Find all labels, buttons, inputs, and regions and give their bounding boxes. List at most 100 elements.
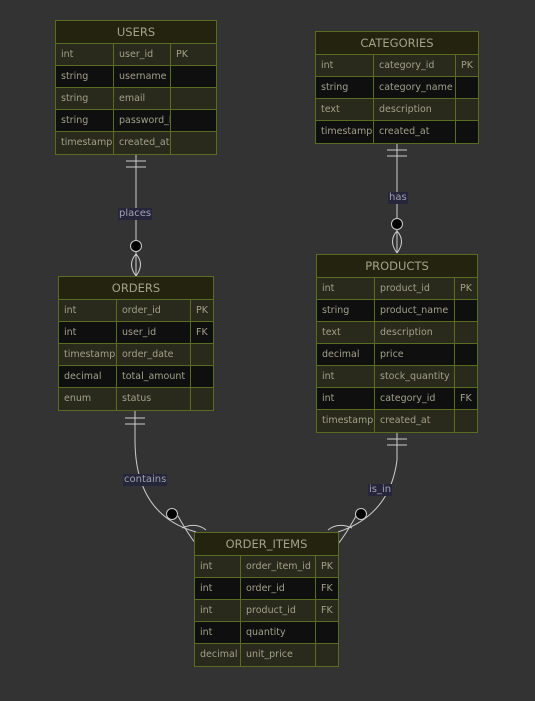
attribute-type: int (59, 322, 117, 344)
attribute-name: username (114, 66, 171, 88)
attribute-name: created_at (375, 410, 455, 432)
attribute-name: order_date (117, 344, 191, 366)
attribute-key: FK (316, 578, 338, 600)
attribute-type: int (316, 55, 374, 77)
attribute-key (171, 88, 216, 110)
products-crowfoot (392, 230, 402, 254)
attribute-key (455, 366, 477, 388)
attribute-key: PK (455, 278, 477, 300)
attribute-type: timestamp (317, 410, 375, 432)
attribute-key (456, 77, 478, 99)
attribute-type: int (195, 600, 241, 622)
link-products-order-items (337, 433, 398, 533)
attribute-name: password_hash (114, 110, 171, 132)
attribute-key (171, 110, 216, 132)
attribute-key: FK (191, 322, 213, 344)
relationship-label-has: has (388, 192, 408, 204)
attribute-name: unit_price (241, 644, 316, 666)
attribute-type: string (56, 110, 114, 132)
attribute-name: description (374, 99, 456, 121)
attribute-type: string (316, 77, 374, 99)
attribute-name: user_id (117, 322, 191, 344)
entity-title: CATEGORIES (316, 32, 478, 55)
attribute-key: PK (316, 556, 338, 578)
attribute-type: decimal (59, 366, 117, 388)
attribute-name: quantity (241, 622, 316, 644)
attribute-key (171, 66, 216, 88)
orders-crowfoot (131, 253, 141, 277)
orders-zero-circle (130, 240, 142, 252)
order-items-crowfoot-right (327, 515, 357, 545)
attribute-name: category_id (375, 388, 455, 410)
attribute-type: int (317, 388, 375, 410)
attribute-name: created_at (114, 132, 171, 154)
attribute-type: int (56, 44, 114, 66)
attribute-key (191, 366, 213, 388)
attribute-type: enum (59, 388, 117, 410)
attribute-name: status (117, 388, 191, 410)
attribute-type: decimal (195, 644, 241, 666)
attribute-key (316, 622, 338, 644)
attribute-type: text (317, 322, 375, 344)
attribute-type: int (195, 556, 241, 578)
attribute-name: product_name (375, 300, 455, 322)
relationship-label-contains: contains (123, 474, 168, 486)
relationship-label-is-in: is_in (368, 484, 393, 496)
attribute-name: product_id (375, 278, 455, 300)
attribute-key: FK (455, 388, 477, 410)
attribute-type: string (56, 66, 114, 88)
attribute-type: decimal (317, 344, 375, 366)
attribute-name: description (375, 322, 455, 344)
attribute-key (455, 322, 477, 344)
attribute-key (455, 300, 477, 322)
attribute-name: price (375, 344, 455, 366)
order-items-zero-circle-right (355, 508, 367, 520)
relationship-label-places: places (118, 208, 153, 220)
attribute-key: PK (171, 44, 216, 66)
attribute-type: int (317, 366, 375, 388)
attribute-key (171, 132, 216, 154)
attribute-name: product_id (241, 600, 316, 622)
attribute-type: timestamp (59, 344, 117, 366)
attribute-type: int (195, 622, 241, 644)
attribute-key (316, 644, 338, 666)
order-items-zero-circle-left (166, 508, 178, 520)
attribute-name: order_item_id (241, 556, 316, 578)
attribute-key: PK (191, 300, 213, 322)
attribute-key (455, 410, 477, 432)
attribute-name: stock_quantity (375, 366, 455, 388)
attribute-name: created_at (374, 121, 456, 143)
link-orders-order-items (134, 411, 197, 533)
attribute-name: order_id (117, 300, 191, 322)
attribute-type: string (317, 300, 375, 322)
attribute-type: int (317, 278, 375, 300)
attribute-name: order_id (241, 578, 316, 600)
